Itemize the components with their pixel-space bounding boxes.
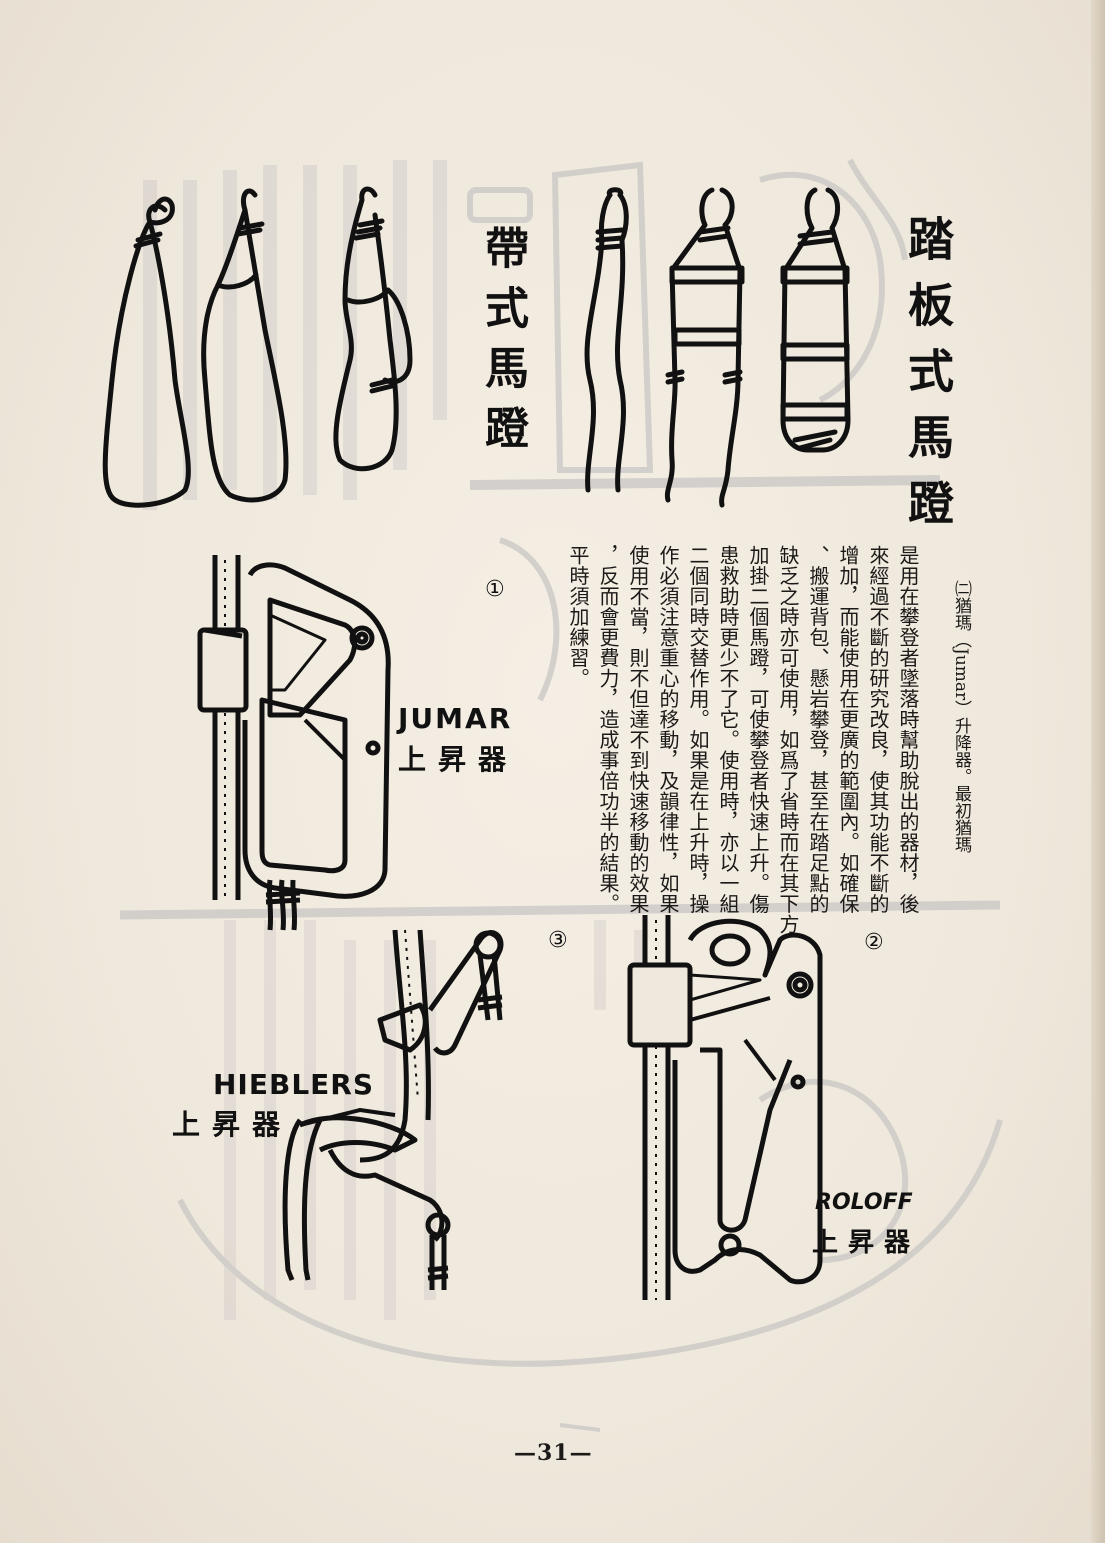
- page-number: —31—: [514, 1440, 593, 1466]
- body-line: 、搬運背包、懸岩攀登，甚至在踏足點的: [806, 545, 830, 914]
- figure-2-number: ②: [864, 930, 884, 955]
- roloff-sublabel: 上昇器: [812, 1228, 921, 1258]
- body-line: ，反而會更費力，造成事倍功半的結果。: [596, 545, 620, 914]
- section-heading: ㈡猶瑪（Jumar）升降器。最初猶瑪: [951, 580, 971, 854]
- body-line: 平時須加練習。: [566, 545, 590, 689]
- roloff-ascender-drawing: [627, 915, 823, 1300]
- body-paragraph: 是用在攀登者墜落時幫助脫出的器材，後 來經過不斷的研究改良，使其功能不斷的 增加…: [563, 545, 923, 935]
- hieblers-label: HIEBLERS: [213, 1068, 375, 1101]
- body-line: 來經過不斷的研究改良，使其功能不斷的: [866, 545, 890, 914]
- bleed-through: [119, 158, 1003, 1432]
- roloff-label: ROLOFF: [815, 1190, 913, 1215]
- body-line: 作必須注意重心的移動，及韻律性，如果: [656, 545, 680, 914]
- body-line: 是用在攀登者墜落時幫助脫出的器材，後: [896, 545, 920, 914]
- hieblers-sublabel: 上昇器: [172, 1108, 293, 1141]
- jumar-sublabel: 上昇器: [398, 743, 519, 776]
- strap-stirrups-drawing: [102, 186, 413, 508]
- figure-3-number: ③: [548, 928, 568, 953]
- body-line: 增加，而能使用在更廣的範圍內。如確保: [836, 545, 860, 914]
- jumar-ascender-drawing: [197, 555, 391, 931]
- hieblers-ascender-drawing: [282, 929, 504, 1290]
- body-line: 二個同時交替作用。如果是在上升時，操: [686, 545, 710, 914]
- body-line: 患救助時更少不了它。使用時，亦以一組: [716, 545, 740, 914]
- body-line: 缺乏之時亦可使用，如爲了省時而在其下方: [776, 545, 800, 935]
- body-line: 使用不當，則不但達不到快速移動的效果: [626, 545, 650, 914]
- figure-1-number: ①: [485, 577, 505, 602]
- pedal-stirrups-drawing: [584, 187, 851, 508]
- pedal-stirrup-title: 踏板式馬蹬: [901, 215, 955, 545]
- strap-stirrup-title: 帶式馬蹬: [477, 225, 528, 465]
- page-edge-shadow: [1091, 0, 1105, 1543]
- jumar-label: JUMAR: [398, 702, 513, 735]
- body-line: 加掛二個馬蹬，可使攀登者快速上升。傷: [746, 545, 770, 914]
